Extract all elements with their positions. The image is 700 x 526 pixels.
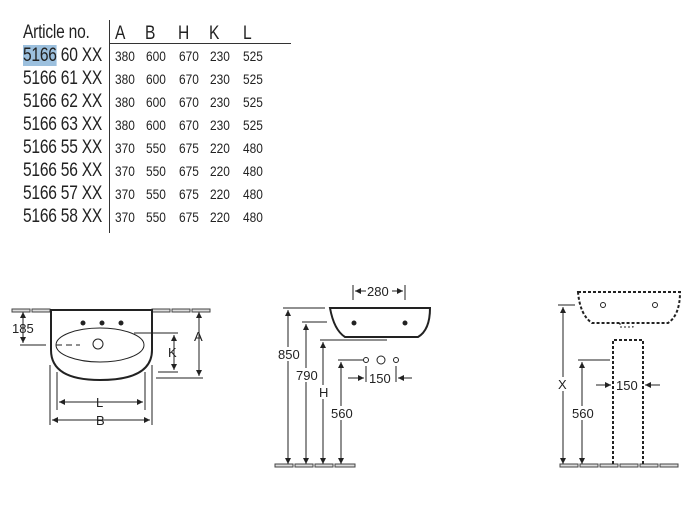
header-l: L [243,23,252,44]
dimension-value: 480 [243,186,263,202]
dimension-value: 220 [210,186,230,202]
dim-k: K [168,345,177,360]
dimension-value: 600 [146,48,166,64]
dimension-value: 675 [179,140,199,156]
dimension-value: 370 [115,209,135,225]
dim-560: 560 [331,406,353,421]
dimension-value: 550 [146,140,166,156]
dimension-value: 600 [146,94,166,110]
dim-790: 790 [296,368,318,383]
dimension-value: 675 [179,163,199,179]
dimension-value: 370 [115,140,135,156]
article-suffix: 63 XX [60,114,102,135]
article-suffix: 58 XX [60,206,102,227]
dimension-value: 670 [179,94,199,110]
article-prefix: 5166 [23,91,57,112]
dimension-value: 480 [243,209,263,225]
drain-icon [92,338,104,350]
dimension-value: 525 [243,71,263,87]
article-suffix: 60 XX [60,45,102,66]
front-view-drawing: 185 K A L B [11,308,211,428]
article-prefix: 5166 [23,137,57,158]
tap-holes [80,320,124,326]
table-column-divider [109,20,110,233]
dimension-value: 600 [146,117,166,133]
floor-line [274,463,356,468]
pedestal-view-drawing: X 560 150 [557,291,682,468]
article-number: 5166 55 XX [23,137,102,159]
basin-dashed-outline [576,291,682,324]
dimension-value: 230 [210,94,230,110]
dimension-value: 380 [115,71,135,87]
header-article: Article no. [23,22,90,43]
side-view-drawing: 280 850 790 H 560 150 [274,284,432,468]
pedestal-dashed-outline [612,339,644,464]
floor-line [559,463,679,468]
dim-x: X [558,377,567,392]
article-suffix: 56 XX [60,160,102,181]
dimension-value: 550 [146,209,166,225]
dimension-value: 230 [210,48,230,64]
dim-185: 185 [12,321,34,336]
article-number: 5166 60 XX [23,45,102,67]
article-number: 5166 62 XX [23,91,102,113]
dimension-value: 380 [115,117,135,133]
article-suffix: 61 XX [60,68,102,89]
dimension-value: 370 [115,186,135,202]
article-prefix: 5166 [23,114,57,135]
dimension-value: 550 [146,163,166,179]
article-number: 5166 58 XX [23,206,102,228]
dimension-value: 380 [115,48,135,64]
header-k: K [209,23,220,44]
article-number: 5166 56 XX [23,160,102,182]
dim-l: L [96,395,103,410]
dim-b: B [96,413,105,428]
article-prefix: 5166 [23,68,57,89]
dimension-value: 220 [210,209,230,225]
article-number: 5166 61 XX [23,68,102,90]
header-h: H [178,23,190,44]
basin-side-outline [328,307,432,338]
article-number: 5166 57 XX [23,183,102,205]
dimension-value: 370 [115,163,135,179]
header-a: A [115,23,126,44]
dimension-value: 670 [179,71,199,87]
article-suffix: 62 XX [60,91,102,112]
dimension-value: 675 [179,209,199,225]
article-number: 5166 63 XX [23,114,102,136]
dimension-value: 670 [179,48,199,64]
dim-a: A [194,329,203,344]
dimension-value: 525 [243,94,263,110]
dim-850: 850 [278,347,300,362]
article-prefix: 5166 [23,206,57,227]
article-prefix: 5166 [23,160,57,181]
table-header-divider [109,43,291,44]
article-prefix: 5166 [23,45,57,66]
dim-h: H [319,385,328,400]
dim-150: 150 [616,378,638,393]
basin-outline [50,309,153,382]
article-suffix: 57 XX [60,183,102,204]
dimension-value: 220 [210,140,230,156]
dimension-value: 525 [243,117,263,133]
article-suffix: 55 XX [60,137,102,158]
dimension-value: 230 [210,71,230,87]
dimension-value: 550 [146,186,166,202]
dimension-value: 525 [243,48,263,64]
dimension-value: 220 [210,163,230,179]
dimension-value: 380 [115,94,135,110]
connection-symbols [363,355,399,365]
dimension-value: 480 [243,163,263,179]
dim-280: 280 [367,284,389,299]
dimension-value: 670 [179,117,199,133]
dimension-value: 675 [179,186,199,202]
header-b: B [145,23,156,44]
dimension-value: 230 [210,117,230,133]
dimension-value: 480 [243,140,263,156]
article-prefix: 5166 [23,183,57,204]
dimension-value: 600 [146,71,166,87]
dim-560: 560 [572,406,594,421]
dim-150: 150 [369,371,391,386]
